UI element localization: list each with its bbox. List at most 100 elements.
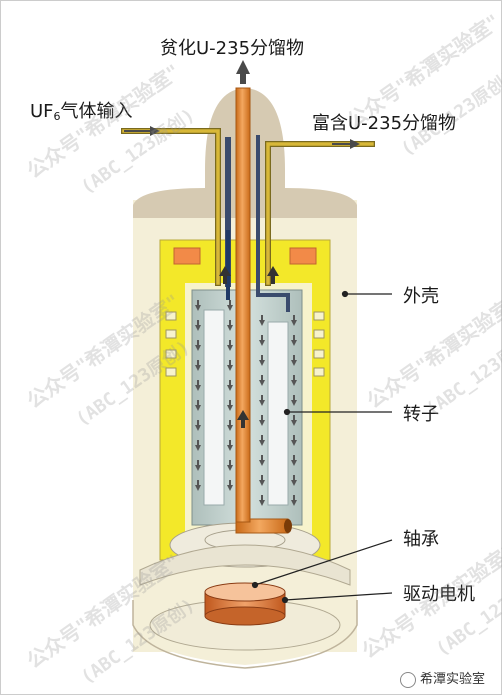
uf6-prefix: UF xyxy=(30,101,54,122)
up-flow-arrow xyxy=(259,340,265,346)
down-flow-arrow xyxy=(227,445,233,451)
up-flow-arrow-shaft xyxy=(261,395,263,400)
up-flow-arrow-shaft xyxy=(293,315,295,320)
down-flow-arrow xyxy=(227,345,233,351)
up-flow-arrow xyxy=(291,380,297,386)
up-flow-arrow xyxy=(291,480,297,486)
vent-slots-right xyxy=(313,311,325,377)
down-flow-arrow xyxy=(195,465,201,471)
down-flow-arrow-shaft xyxy=(197,440,199,445)
up-flow-arrow xyxy=(259,480,265,486)
pipe-up-arrows xyxy=(219,266,279,428)
down-flow-arrow xyxy=(227,465,233,471)
down-flow-arrow xyxy=(227,365,233,371)
up-flow-arrow xyxy=(259,320,265,326)
up-flow-arrow-shaft xyxy=(293,395,295,400)
down-flow-arrow-shaft xyxy=(229,360,231,365)
down-flow-arrow-shaft xyxy=(229,440,231,445)
down-flow-arrow-shaft xyxy=(229,300,231,305)
orange-block-right xyxy=(289,247,317,265)
up-flow-arrow-shaft xyxy=(261,435,263,440)
up-flow-arrow-shaft xyxy=(261,415,263,420)
up-flow-arrow xyxy=(291,500,297,506)
depleted-outlet-arrow xyxy=(236,60,250,84)
down-flow-arrow-shaft xyxy=(229,420,231,425)
motor-label: 驱动电机 xyxy=(403,584,475,605)
down-flow-arrow-shaft xyxy=(229,460,231,465)
up-flow-arrow-shaft xyxy=(261,375,263,380)
down-flow-arrow xyxy=(227,425,233,431)
up-flow-arrow xyxy=(259,460,265,466)
down-flow-arrow-shaft xyxy=(229,480,231,485)
down-flow-arrow-shaft xyxy=(229,380,231,385)
up-flow-arrow xyxy=(259,360,265,366)
down-flow-arrow-shaft xyxy=(197,340,199,345)
down-flow-arrow xyxy=(195,425,201,431)
down-flow-arrow-shaft xyxy=(197,300,199,305)
up-flow-arrow-shaft xyxy=(261,335,263,340)
down-flow-arrow xyxy=(227,485,233,491)
up-flow-arrow-shaft xyxy=(293,435,295,440)
depleted-fraction-label: 贫化U-235分馏物 xyxy=(160,38,305,59)
up-flow-arrow-shaft xyxy=(261,315,263,320)
down-flow-arrow xyxy=(195,305,201,311)
down-flow-arrow-shaft xyxy=(229,400,231,405)
flow-arrows xyxy=(195,300,297,506)
down-flow-arrow xyxy=(195,325,201,331)
up-flow-arrow xyxy=(291,460,297,466)
up-flow-arrow-shaft xyxy=(261,475,263,480)
leader-lines xyxy=(251,290,393,604)
central-pipe xyxy=(235,87,292,534)
footer-brand: 希潭实验室 xyxy=(400,668,485,688)
down-flow-arrow xyxy=(195,405,201,411)
up-flow-arrow xyxy=(291,360,297,366)
enriched-fraction-label: 富含U-235分馏物 xyxy=(312,113,457,134)
up-flow-arrow xyxy=(291,340,297,346)
footer-brand-text: 希潭实验室 xyxy=(420,672,486,687)
down-flow-arrow xyxy=(195,385,201,391)
down-flow-arrow-shaft xyxy=(197,360,199,365)
enriched-outlet-arrow xyxy=(332,139,360,149)
down-flow-arrow-shaft xyxy=(197,320,199,325)
down-flow-arrow xyxy=(227,385,233,391)
up-flow-arrow xyxy=(259,420,265,426)
uf6-suffix: 气体输入 xyxy=(60,101,133,122)
down-flow-arrow xyxy=(227,405,233,411)
up-flow-arrow xyxy=(291,420,297,426)
up-flow-arrow-shaft xyxy=(261,455,263,460)
down-flow-arrow xyxy=(195,365,201,371)
casing-label: 外壳 xyxy=(403,286,439,307)
down-flow-arrow-shaft xyxy=(197,420,199,425)
up-flow-arrow-shaft xyxy=(293,335,295,340)
bearing-label: 轴承 xyxy=(403,529,439,550)
down-flow-arrow xyxy=(227,305,233,311)
uf6-subscript: 6 xyxy=(53,110,61,123)
down-flow-arrow-shaft xyxy=(229,320,231,325)
up-flow-arrow-shaft xyxy=(293,375,295,380)
down-flow-arrow xyxy=(227,325,233,331)
up-flow-arrow xyxy=(291,400,297,406)
orange-block-left xyxy=(173,247,201,265)
wechat-icon xyxy=(400,671,416,688)
down-flow-arrow-shaft xyxy=(197,380,199,385)
bearing xyxy=(139,522,351,586)
down-flow-arrow-shaft xyxy=(197,480,199,485)
down-flow-arrow xyxy=(195,345,201,351)
down-flow-arrow xyxy=(195,485,201,491)
up-flow-arrow xyxy=(291,440,297,446)
up-flow-arrow-shaft xyxy=(293,475,295,480)
up-flow-arrow-shaft xyxy=(293,455,295,460)
up-flow-arrow-shaft xyxy=(293,355,295,360)
up-flow-arrow-shaft xyxy=(261,495,263,500)
up-flow-arrow-shaft xyxy=(293,495,295,500)
down-flow-arrow-shaft xyxy=(229,340,231,345)
drive-motor xyxy=(149,582,341,651)
down-flow-arrow xyxy=(195,445,201,451)
uf6-input-label: UF6气体输入 xyxy=(30,97,133,123)
up-flow-arrow-shaft xyxy=(261,355,263,360)
rotor-label: 转子 xyxy=(403,404,439,425)
up-flow-arrow xyxy=(259,400,265,406)
down-flow-arrow-shaft xyxy=(197,460,199,465)
